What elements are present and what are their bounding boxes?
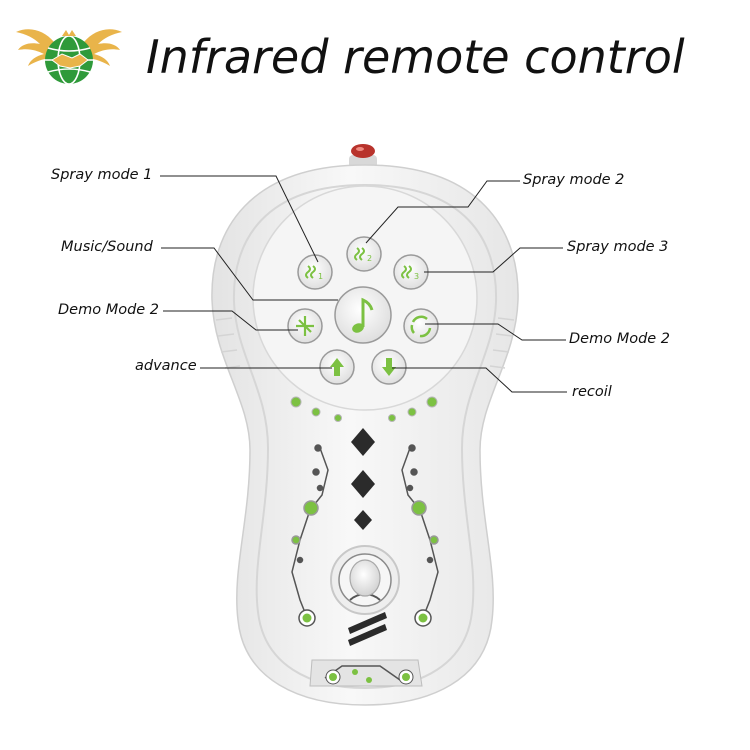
joystick[interactable] bbox=[331, 546, 399, 614]
label-spray-mode-3: Spray mode 3 bbox=[567, 239, 668, 255]
label-advance: advance bbox=[135, 358, 197, 374]
label-music-sound: Music/Sound bbox=[61, 239, 153, 255]
label-demo-mode-left: Demo Mode 2 bbox=[58, 302, 159, 318]
svg-text:1: 1 bbox=[318, 272, 323, 281]
bottom-panel bbox=[310, 660, 422, 686]
label-spray-mode-1: Spray mode 1 bbox=[51, 167, 152, 183]
svg-text:2: 2 bbox=[367, 254, 372, 263]
recoil-button[interactable] bbox=[372, 350, 406, 384]
music-sound-button[interactable] bbox=[335, 287, 391, 343]
label-demo-mode-right: Demo Mode 2 bbox=[569, 331, 670, 347]
label-spray-mode-2: Spray mode 2 bbox=[523, 172, 624, 188]
spray-mode-3-button[interactable]: 3 bbox=[394, 255, 428, 289]
spray-mode-2-button[interactable]: 2 bbox=[347, 237, 381, 271]
label-recoil: recoil bbox=[572, 384, 612, 400]
svg-text:3: 3 bbox=[414, 272, 419, 281]
demo-mode-right-button[interactable] bbox=[404, 309, 438, 343]
spray-mode-1-button[interactable]: 1 bbox=[298, 255, 332, 289]
demo-mode-left-button[interactable] bbox=[288, 309, 322, 343]
advance-button[interactable] bbox=[320, 350, 354, 384]
